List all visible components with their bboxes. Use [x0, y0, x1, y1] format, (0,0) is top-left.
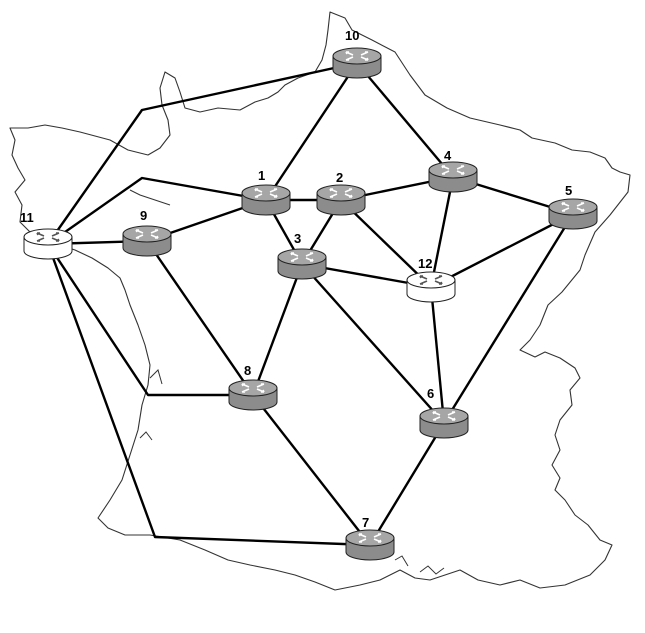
router-9[interactable] [122, 225, 172, 257]
router-arrows-icon [358, 533, 382, 543]
link-6-12 [429, 286, 446, 424]
link-8-11 [46, 243, 253, 397]
link-10-11 [47, 61, 358, 245]
router-arrows-icon [241, 383, 265, 393]
router-label-5: 5 [565, 183, 572, 198]
router-5[interactable] [548, 198, 598, 230]
router-label-1: 1 [258, 168, 265, 183]
router-arrows-icon [36, 232, 60, 242]
router-arrows-icon [329, 188, 353, 198]
router-top [428, 161, 478, 179]
link-7-11 [46, 243, 371, 547]
router-8[interactable] [228, 379, 278, 411]
france-outline [9, 11, 631, 591]
router-top [548, 198, 598, 216]
router-top [406, 271, 456, 289]
router-label-10: 10 [345, 28, 359, 43]
link-5-6 [442, 213, 575, 424]
router-arrows-icon [561, 202, 585, 212]
link-8-9 [146, 240, 254, 396]
link-3-6 [301, 263, 445, 424]
router-top [228, 379, 278, 397]
router-arrows-icon [419, 275, 443, 285]
router-label-2: 2 [336, 170, 343, 185]
link-10-4 [356, 62, 454, 178]
router-6[interactable] [419, 407, 469, 439]
router-3[interactable] [277, 248, 327, 280]
coast-detail [129, 189, 171, 441]
link-4-12 [429, 176, 455, 288]
router-label-4: 4 [444, 148, 452, 163]
link-3-8 [251, 263, 304, 396]
link-6-7 [368, 422, 446, 546]
link-7-8 [252, 394, 371, 546]
router-label-11: 11 [20, 210, 34, 225]
router-top [122, 225, 172, 243]
router-top [316, 184, 366, 202]
link-10-1 [265, 62, 358, 201]
router-label-8: 8 [244, 363, 251, 378]
links-layer [46, 61, 575, 547]
router-arrows-icon [290, 252, 314, 262]
router-7[interactable] [345, 529, 395, 561]
router-1[interactable] [241, 184, 291, 216]
link-1-11 [47, 176, 267, 245]
router-top [277, 248, 327, 266]
router-label-7: 7 [362, 515, 369, 530]
router-arrows-icon [441, 165, 465, 175]
router-arrows-icon [345, 51, 369, 61]
router-label-3: 3 [294, 231, 301, 246]
router-top [419, 407, 469, 425]
router-12[interactable] [406, 271, 456, 303]
coast-detail [394, 555, 445, 575]
router-label-12: 12 [418, 256, 432, 271]
router-top [332, 47, 382, 65]
router-top [345, 529, 395, 547]
router-arrows-icon [135, 229, 159, 239]
link-5-12 [430, 212, 574, 289]
router-top [241, 184, 291, 202]
router-10[interactable] [332, 47, 382, 79]
router-2[interactable] [316, 184, 366, 216]
router-arrows-icon [254, 188, 278, 198]
router-top [23, 228, 73, 246]
router-arrows-icon [432, 411, 456, 421]
router-11[interactable] [23, 228, 73, 260]
router-label-9: 9 [140, 208, 147, 223]
link-2-12 [340, 199, 432, 288]
router-label-6: 6 [427, 386, 434, 401]
router-4[interactable] [428, 161, 478, 193]
